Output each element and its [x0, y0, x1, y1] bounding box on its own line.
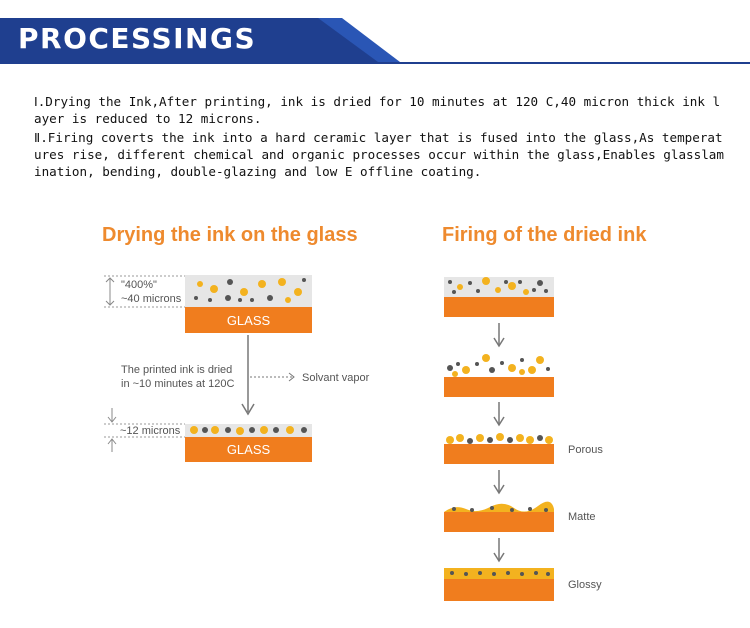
- dried-ink-particles: [190, 426, 307, 435]
- paragraph-firing: Ⅱ.Firing coverts the ink into a hard cer…: [34, 130, 724, 179]
- firing-stage-porous: [444, 433, 554, 464]
- glass-label-top: GLASS: [226, 313, 271, 328]
- drying-note: The printed ink is dried in ~10 minutes …: [121, 364, 235, 390]
- wet-ink-layer: [185, 275, 312, 307]
- stage-label-porous: Porous: [568, 444, 603, 456]
- solvent-vapor-label: Solvant vapor: [302, 372, 370, 384]
- header-banner: PROCESSINGS: [0, 0, 750, 64]
- stage-label-matte: Matte: [568, 511, 596, 523]
- firing-stage-1: [444, 277, 554, 317]
- drying-diagram-title: Drying the ink on the glass: [102, 224, 358, 246]
- wet-ink-particles: [194, 278, 306, 303]
- glass-layer-1: [185, 307, 312, 333]
- header-bar-shape: [0, 18, 750, 64]
- firing-diagram-title: Firing of the dried ink: [442, 224, 647, 246]
- firing-stage-glossy: [444, 568, 554, 601]
- firing-stage-2: [444, 354, 554, 397]
- paragraph-drying: Ⅰ.Drying the Ink,After printing, ink is …: [34, 94, 721, 126]
- page-title: PROCESSINGS: [18, 22, 257, 55]
- glass-layer-2: [185, 437, 312, 462]
- stage-label-glossy: Glossy: [568, 579, 602, 591]
- glass-label-bottom: GLASS: [226, 442, 271, 457]
- reduced-thickness-label: ~12 microns: [120, 425, 181, 437]
- firing-stage-matte: [444, 501, 554, 532]
- thickness-label: "400%" ~40 microns: [121, 279, 182, 305]
